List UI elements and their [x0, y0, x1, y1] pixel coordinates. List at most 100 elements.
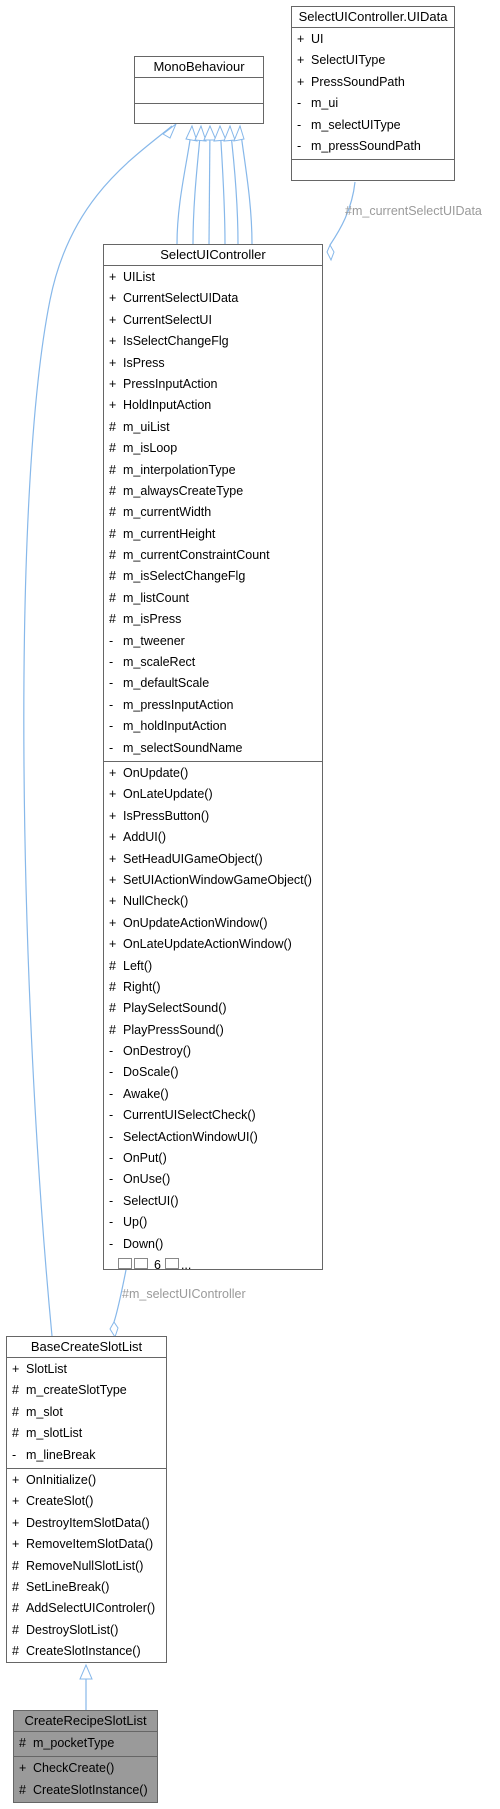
member-row[interactable]: -m_ui [292, 93, 454, 114]
member-row[interactable]: -DoScale() [104, 1062, 322, 1083]
member-row[interactable]: +CreateSlot() [7, 1491, 166, 1512]
visibility-marker: # [109, 612, 116, 627]
member-row[interactable]: +OnUpdateActionWindow() [104, 913, 322, 934]
member-row[interactable]: #SetLineBreak() [7, 1577, 166, 1598]
visibility-marker: # [12, 1579, 19, 1594]
member-row[interactable]: #m_listCount [104, 588, 322, 609]
member-row[interactable]: +NullCheck() [104, 891, 322, 912]
member-row[interactable]: +SetUIActionWindowGameObject() [104, 870, 322, 891]
member-row[interactable]: #Left() [104, 956, 322, 977]
member-row[interactable]: -m_lineBreak [7, 1445, 166, 1466]
more-ellipsis: ... [180, 1257, 192, 1272]
member-row[interactable]: -Up() [104, 1212, 322, 1233]
visibility-marker: - [109, 676, 114, 691]
member-row[interactable]: #CreateSlotInstance() [7, 1641, 166, 1662]
member-row[interactable]: +OnLateUpdate() [104, 784, 322, 805]
visibility-marker: + [12, 1494, 20, 1509]
member-name: SelectActionWindowUI() [123, 1129, 258, 1144]
member-row[interactable]: +IsPress [104, 353, 322, 374]
member-name: m_uiList [123, 419, 170, 434]
visibility-marker: + [109, 872, 117, 887]
member-row[interactable]: +RemoveItemSlotData() [7, 1534, 166, 1555]
class-name: MonoBehaviour [135, 57, 263, 78]
member-row[interactable]: #Right() [104, 977, 322, 998]
member-name: CreateSlotInstance() [33, 1782, 148, 1797]
member-row[interactable]: +HoldInputAction [104, 395, 322, 416]
member-name: PlayPressSound() [123, 1022, 224, 1037]
inherit-line [208, 125, 211, 245]
member-row[interactable]: #m_slot [7, 1402, 166, 1423]
member-row[interactable]: -m_defaultScale [104, 673, 322, 694]
member-row[interactable]: +IsSelectChangeFlg [104, 331, 322, 352]
member-row[interactable]: -m_scaleRect [104, 652, 322, 673]
member-row[interactable]: #PlayPressSound() [104, 1020, 322, 1041]
member-row[interactable]: +SlotList [7, 1359, 166, 1380]
class-name: CreateRecipeSlotList [14, 1711, 157, 1732]
member-row[interactable]: +IsPressButton() [104, 806, 322, 827]
member-row[interactable]: +PressSoundPath [292, 72, 454, 93]
member-row[interactable]: #m_currentWidth [104, 502, 322, 523]
member-name: m_lineBreak [26, 1447, 96, 1462]
methods-section: +CheckCreate()#CreateSlotInstance() [14, 1757, 157, 1803]
member-row[interactable]: +UI [292, 29, 454, 50]
member-row[interactable]: -m_holdInputAction [104, 716, 322, 737]
member-name: IsPressButton() [123, 808, 210, 823]
member-row[interactable]: -m_selectUIType [292, 115, 454, 136]
member-row[interactable]: #m_isPress [104, 609, 322, 630]
member-row[interactable]: +AddUI() [104, 827, 322, 848]
member-row[interactable]: -m_pressInputAction [104, 695, 322, 716]
member-row[interactable]: +CurrentSelectUIData [104, 288, 322, 309]
member-row[interactable]: #RemoveNullSlotList() [7, 1556, 166, 1577]
member-row[interactable]: -Down() [104, 1234, 322, 1255]
member-row[interactable]: +OnInitialize() [7, 1470, 166, 1491]
member-row[interactable]: #m_currentConstraintCount [104, 545, 322, 566]
member-row[interactable]: -Awake() [104, 1084, 322, 1105]
member-row[interactable]: +OnUpdate() [104, 763, 322, 784]
attributes-section [135, 78, 263, 104]
more-members-row[interactable]: 6... [104, 1255, 322, 1276]
member-name: m_currentHeight [123, 526, 216, 541]
member-name: DestroySlotList() [26, 1622, 119, 1637]
member-row[interactable]: #m_createSlotType [7, 1380, 166, 1401]
member-row[interactable]: +PressInputAction [104, 374, 322, 395]
visibility-marker: # [109, 441, 116, 456]
member-row[interactable]: #DestroySlotList() [7, 1620, 166, 1641]
member-row[interactable]: -CurrentUISelectCheck() [104, 1105, 322, 1126]
member-row[interactable]: -SelectActionWindowUI() [104, 1127, 322, 1148]
member-row[interactable]: #m_isSelectChangeFlg [104, 566, 322, 587]
member-row[interactable]: +SetHeadUIGameObject() [104, 849, 322, 870]
visibility-marker: + [12, 1362, 20, 1376]
member-row[interactable]: #m_isLoop [104, 438, 322, 459]
member-row[interactable]: +SelectUIType [292, 50, 454, 71]
member-row[interactable]: -m_tweener [104, 631, 322, 652]
member-row[interactable]: #m_slotList [7, 1423, 166, 1444]
member-row[interactable]: +DestroyItemSlotData() [7, 1513, 166, 1534]
member-row[interactable]: -m_selectSoundName [104, 738, 322, 759]
member-row[interactable]: +CheckCreate() [14, 1758, 157, 1779]
methods-section [292, 160, 454, 185]
prev-page-icon[interactable] [118, 1257, 132, 1269]
member-row[interactable]: #m_pocketType [14, 1733, 157, 1754]
visibility-marker: # [109, 419, 116, 434]
member-row[interactable]: #m_alwaysCreateType [104, 481, 322, 502]
visibility-marker: # [12, 1426, 19, 1441]
member-row[interactable]: #m_interpolationType [104, 460, 322, 481]
member-row[interactable]: +CurrentSelectUI [104, 310, 322, 331]
inherit-line [219, 125, 226, 245]
member-row[interactable]: -OnPut() [104, 1148, 322, 1169]
member-row[interactable]: #PlaySelectSound() [104, 998, 322, 1019]
page-icon[interactable] [134, 1257, 148, 1269]
member-row[interactable]: -SelectUI() [104, 1191, 322, 1212]
member-row[interactable]: -OnUse() [104, 1169, 322, 1190]
member-name: m_ui [311, 96, 339, 111]
member-row[interactable]: +OnLateUpdateActionWindow() [104, 934, 322, 955]
member-row[interactable]: # m_uiList [104, 417, 322, 438]
visibility-marker: - [297, 117, 302, 132]
next-page-icon[interactable] [164, 1257, 179, 1269]
member-row[interactable]: #m_currentHeight [104, 524, 322, 545]
member-row[interactable]: +UIList [104, 267, 322, 288]
member-row[interactable]: #AddSelectUIControler() [7, 1598, 166, 1619]
member-row[interactable]: -m_pressSoundPath [292, 136, 454, 157]
member-row[interactable]: -OnDestroy() [104, 1041, 322, 1062]
member-row[interactable]: #CreateSlotInstance() [14, 1780, 157, 1801]
